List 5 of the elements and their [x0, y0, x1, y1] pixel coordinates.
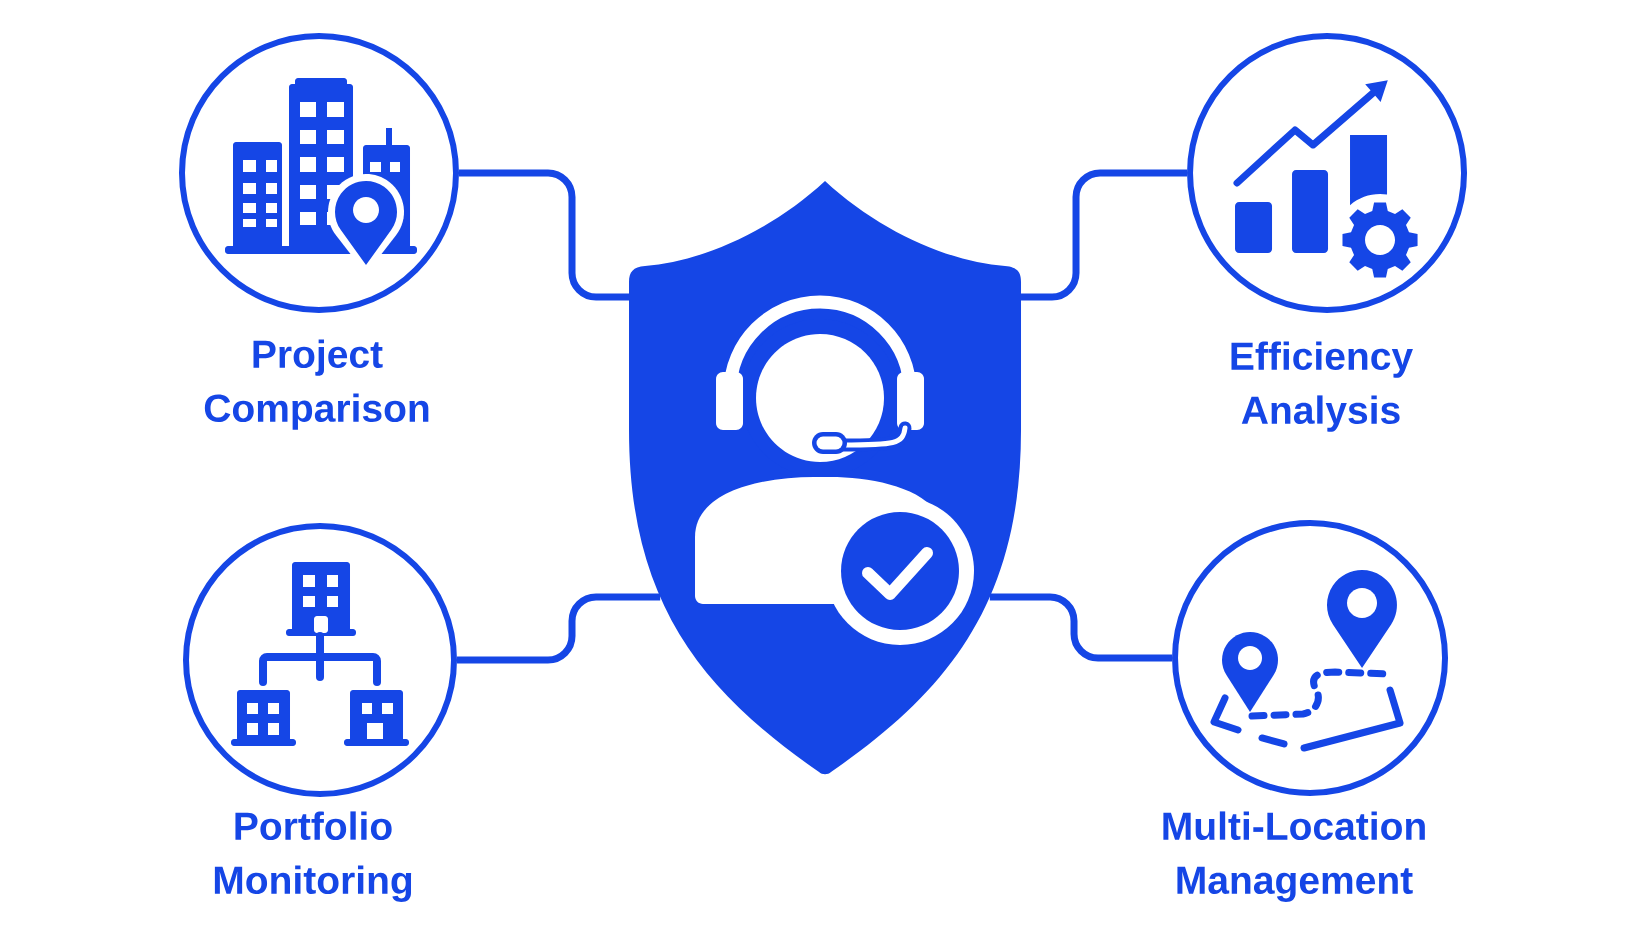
feature-label: Multi-Location Management	[1163, 811, 1425, 902]
shield-icon	[629, 181, 1021, 775]
feature-label: Portfolio Monitoring	[214, 811, 412, 902]
feature-label: Project Comparison	[204, 339, 429, 430]
feature-label: Efficiency Analysis	[1231, 341, 1413, 432]
